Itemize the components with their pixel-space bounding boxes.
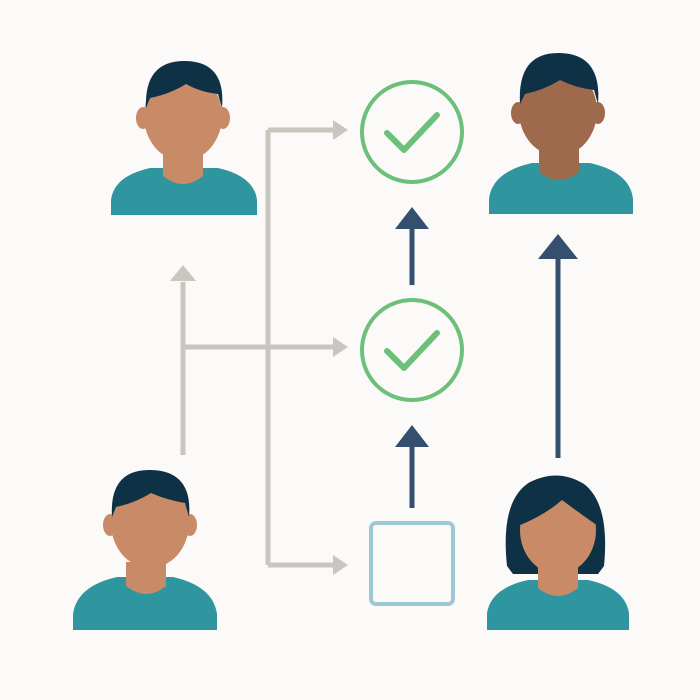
person-avatar-bottom-right <box>487 475 629 630</box>
navy-arrowhead-middle-to-top <box>395 207 429 229</box>
gray-arrowheads <box>170 120 348 575</box>
navy-arrowhead-box-to-middle <box>395 425 429 447</box>
navy-arrowhead-right <box>538 234 578 259</box>
person-avatar-top-left <box>111 60 257 215</box>
arrow-to-middle-check <box>333 337 348 357</box>
empty-square-icon <box>369 521 455 606</box>
arrow-to-top-check <box>333 120 348 140</box>
navy-arrows <box>395 207 578 508</box>
arrow-up-gray <box>170 265 196 281</box>
person-avatar-bottom-left <box>73 469 217 630</box>
gray-connector-bracket <box>180 127 336 568</box>
person-avatar-top-right <box>489 52 633 214</box>
check-circle-icon <box>360 298 464 402</box>
check-circle-icon <box>360 80 464 184</box>
arrow-to-pending-box <box>333 555 348 575</box>
